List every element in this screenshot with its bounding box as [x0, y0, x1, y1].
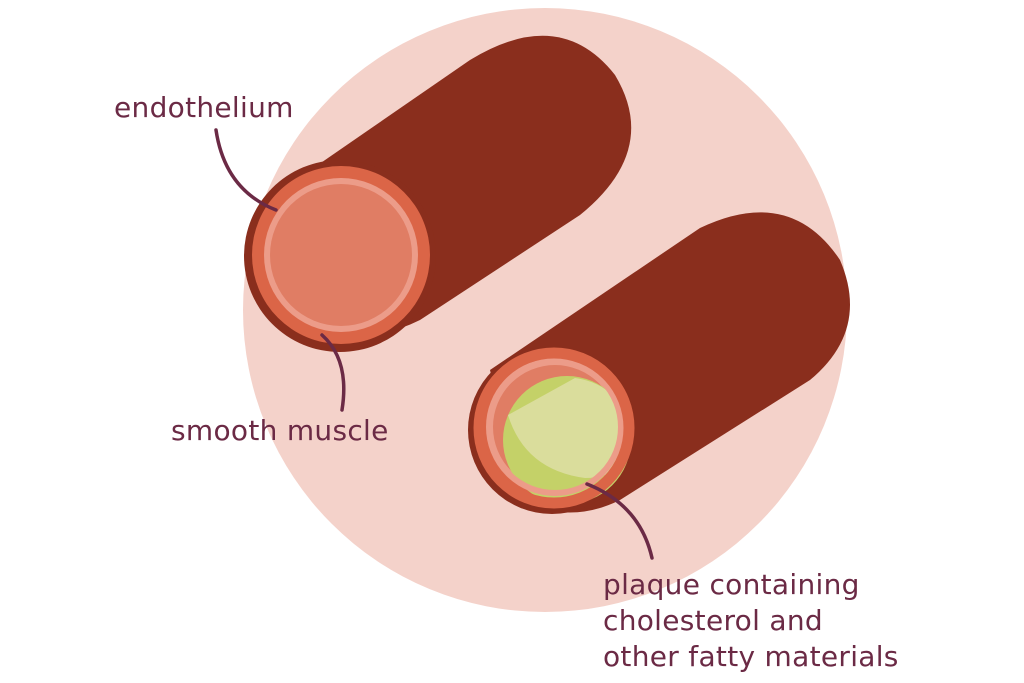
endothelium-label: endothelium [114, 91, 294, 124]
healthy-artery [244, 35, 632, 352]
plaque-label: plaque containing cholesterol and other … [603, 567, 899, 675]
plaque-highlight [508, 378, 630, 478]
smooth-muscle-leader-line [320, 333, 346, 412]
narrowed-artery [468, 212, 850, 514]
endothelium-leader-line [214, 128, 278, 212]
plaque-boundary-ring [486, 358, 624, 496]
healthy-lumen [270, 184, 412, 326]
plaque-outer-ring [473, 347, 635, 509]
plaque-label-line-3: other fatty materials [603, 640, 899, 673]
plaque-label-line-2: cholesterol and [603, 604, 823, 637]
smooth-muscle-label: smooth muscle [171, 414, 389, 447]
plaque-label-line-1: plaque containing [603, 568, 860, 601]
plaque-leader-line [585, 482, 654, 560]
